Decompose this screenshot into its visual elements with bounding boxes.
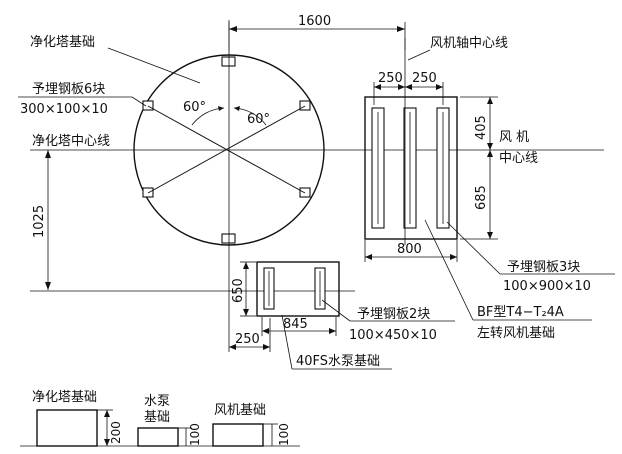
elevation-fan-block xyxy=(212,423,264,447)
pump-foundation-outline xyxy=(256,261,340,317)
dimension-650: 650 xyxy=(231,261,256,317)
dimension-250-bottom-label: 250 xyxy=(235,332,260,347)
dimension-1025: 1025 xyxy=(32,150,51,290)
dimension-800: 800 xyxy=(364,240,458,262)
dimension-845: 845 xyxy=(261,317,337,336)
arrowhead xyxy=(234,106,240,111)
support-line xyxy=(147,105,306,194)
fan-centerline-label-line1: 风 机 xyxy=(499,130,529,145)
fan-foundation-outline xyxy=(364,96,458,240)
dimension-800-label: 800 xyxy=(397,242,422,257)
dimension-1600: 1600 xyxy=(228,14,406,50)
elevation-tower-block xyxy=(36,409,98,447)
dimension-250-250: 250 250 xyxy=(373,71,444,105)
elevation-tower-label: 净化塔基础 xyxy=(32,390,97,405)
fan-foundation-plan xyxy=(364,96,458,240)
elevation-view: 净化塔基础 200 水泵 基础 100 风机基础 100 xyxy=(20,390,300,447)
leader-line xyxy=(131,96,147,107)
embedded-plate xyxy=(221,56,236,67)
dimension-405-685: 405 685 xyxy=(460,96,498,240)
tower-foundation-label: 净化塔基础 xyxy=(30,35,95,50)
fan-axis-centerline-label: 风机轴中心线 xyxy=(430,36,508,51)
leader-line xyxy=(424,219,474,321)
tower-centerline-label: 净化塔中心线 xyxy=(32,134,110,149)
elevation-fan-label: 风机基础 xyxy=(214,403,266,418)
plates3-size: 100×900×10 xyxy=(503,279,591,294)
dimension-250-bottom: 250 xyxy=(229,318,271,352)
elevation-pump-label-1: 水泵 xyxy=(144,394,170,409)
plates6-title: 予埋钢板6块 xyxy=(32,82,105,97)
arrowhead xyxy=(218,106,224,111)
dimension-1600-label: 1600 xyxy=(298,14,331,29)
angle-label-left: 60° xyxy=(183,100,206,115)
dimension-405-label: 405 xyxy=(474,115,489,140)
elevation-tower-height: 200 xyxy=(109,421,123,444)
fan-centerline-label-line2: 中心线 xyxy=(499,151,538,166)
fan-foundation-label: 左转风机基础 xyxy=(477,326,555,341)
plates6-size: 300×100×10 xyxy=(20,102,108,117)
dimension-650-label: 650 xyxy=(231,278,246,303)
pump-foundation-label: 40FS水泵基础 xyxy=(296,354,380,369)
leader-line xyxy=(446,221,501,275)
leader-line xyxy=(407,49,431,61)
dimension-685-label: 685 xyxy=(474,185,489,210)
elevation-pump-label-2: 基础 xyxy=(144,410,170,425)
embedded-plate xyxy=(299,100,311,111)
dimension-250-left-label: 250 xyxy=(378,71,403,86)
elevation-fan-height: 100 xyxy=(277,423,291,446)
leader-line xyxy=(281,314,293,370)
plates2-size: 100×450×10 xyxy=(349,328,437,343)
leader-line xyxy=(321,299,351,322)
pump-foundation-plan xyxy=(256,261,340,317)
tower-foundation-plan: 60° 60° xyxy=(133,20,325,352)
elevation-pump-block xyxy=(137,427,179,447)
dimension-845-label: 845 xyxy=(283,317,308,332)
embedded-plate xyxy=(221,233,236,244)
leader-line xyxy=(107,47,201,84)
dimension-1025-label: 1025 xyxy=(32,205,47,238)
plates2-title: 予埋钢板2块 xyxy=(357,307,430,322)
embedded-plate xyxy=(142,100,154,111)
elevation-pump-height: 100 xyxy=(188,423,202,446)
dimension-250-right-label: 250 xyxy=(412,71,437,86)
angle-label-right: 60° xyxy=(247,112,270,127)
plates3-title: 予埋钢板3块 xyxy=(507,260,580,275)
fan-model-label: BF型T4−T₂4A xyxy=(477,305,564,320)
